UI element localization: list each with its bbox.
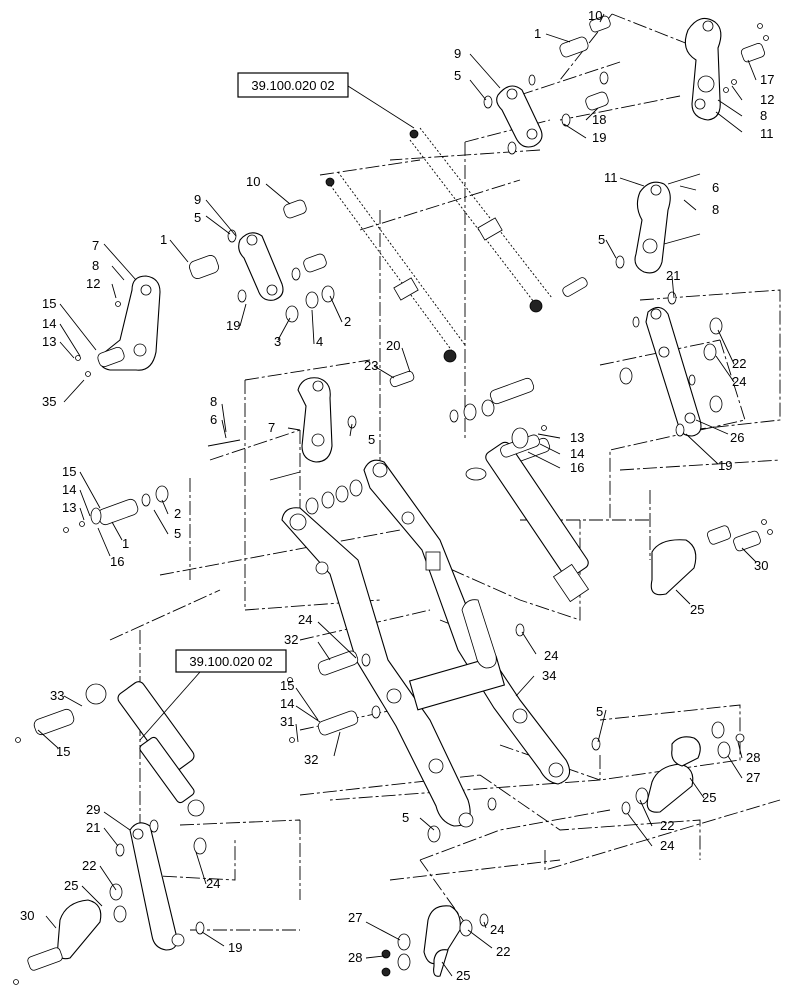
callout: 5 bbox=[402, 810, 409, 825]
upper-cylinder bbox=[325, 127, 588, 363]
callout: 25 bbox=[690, 602, 704, 617]
lift-arm bbox=[281, 459, 601, 843]
callout: 22 bbox=[496, 944, 510, 959]
callout: 25 bbox=[64, 878, 78, 893]
callout: 24 bbox=[732, 374, 746, 389]
right-lower-brackets bbox=[621, 519, 773, 815]
callout: 1 bbox=[534, 26, 541, 41]
callout: 14 bbox=[570, 446, 584, 461]
callout: 13 bbox=[62, 500, 76, 515]
left-upper-group bbox=[75, 199, 335, 377]
callout: 14 bbox=[42, 316, 56, 331]
callout: 24 bbox=[544, 648, 558, 663]
callout: 15 bbox=[42, 296, 56, 311]
callout: 7 bbox=[92, 238, 99, 253]
callout: 8 bbox=[712, 202, 719, 217]
callout: 13 bbox=[570, 430, 584, 445]
upper-right-group bbox=[483, 15, 769, 155]
callout: 8 bbox=[92, 258, 99, 273]
callout: 30 bbox=[754, 558, 768, 573]
right-cylinder bbox=[465, 425, 590, 603]
callout: 21 bbox=[666, 268, 680, 283]
callout: 10 bbox=[246, 174, 260, 189]
callout: 19 bbox=[228, 940, 242, 955]
callout: 5 bbox=[596, 704, 603, 719]
leader-lines bbox=[37, 13, 757, 977]
callout: 22 bbox=[82, 858, 96, 873]
reference-label: 39.100.020 02 bbox=[251, 78, 334, 93]
callout: 7 bbox=[268, 420, 275, 435]
callout: 5 bbox=[174, 526, 181, 541]
callout: 32 bbox=[284, 632, 298, 647]
callout: 8 bbox=[210, 394, 217, 409]
reference-label: 39.100.020 02 bbox=[189, 654, 272, 669]
callout: 6 bbox=[712, 180, 719, 195]
callout: 10 bbox=[588, 8, 602, 23]
right-upper-group bbox=[615, 173, 723, 437]
callout: 9 bbox=[454, 46, 461, 61]
callout: 24 bbox=[660, 838, 674, 853]
callout: 25 bbox=[456, 968, 470, 983]
left-lower-group bbox=[13, 681, 207, 985]
left-mid-pin bbox=[63, 485, 169, 533]
lower-center-brackets bbox=[381, 905, 489, 977]
callout: 24 bbox=[490, 922, 504, 937]
callout: 16 bbox=[570, 460, 584, 475]
lower-middle-pins bbox=[287, 650, 381, 743]
callout: 5 bbox=[368, 432, 375, 447]
callout: 2 bbox=[344, 314, 351, 329]
callout: 12 bbox=[86, 276, 100, 291]
callout: 22 bbox=[732, 356, 746, 371]
callout: 29 bbox=[86, 802, 100, 817]
callout: 26 bbox=[730, 430, 744, 445]
callout: 3 bbox=[274, 334, 281, 349]
callout: 15 bbox=[56, 744, 70, 759]
callout: 1 bbox=[160, 232, 167, 247]
callout: 34 bbox=[542, 668, 556, 683]
callout: 5 bbox=[598, 232, 605, 247]
callout: 19 bbox=[718, 458, 732, 473]
callout: 5 bbox=[454, 68, 461, 83]
callout: 19 bbox=[592, 130, 606, 145]
callout: 4 bbox=[316, 334, 323, 349]
callout: 27 bbox=[746, 770, 760, 785]
callout: 17 bbox=[760, 72, 774, 87]
callout: 30 bbox=[20, 908, 34, 923]
callout: 11 bbox=[760, 126, 774, 141]
callout: 8 bbox=[760, 108, 767, 123]
callout: 14 bbox=[280, 696, 294, 711]
callout: 27 bbox=[348, 910, 362, 925]
callout: 20 bbox=[386, 338, 400, 353]
callout: 23 bbox=[364, 358, 378, 373]
callout: 25 bbox=[702, 790, 716, 805]
reference-box-bottom[interactable]: 39.100.020 02 bbox=[139, 649, 287, 741]
callout: 21 bbox=[86, 820, 100, 835]
callout: 2 bbox=[174, 506, 181, 521]
callout: 9 bbox=[194, 192, 201, 207]
callout: 24 bbox=[298, 612, 312, 627]
callout: 6 bbox=[210, 412, 217, 427]
reference-box-top[interactable]: 39.100.020 02 bbox=[237, 72, 415, 129]
callout-numbers: 10 1 9 5 17 12 8 11 18 19 10 9 5 1 7 8 1… bbox=[20, 8, 774, 983]
callout: 33 bbox=[50, 688, 64, 703]
callout: 15 bbox=[62, 464, 76, 479]
callout: 15 bbox=[280, 678, 294, 693]
callout: 31 bbox=[280, 714, 294, 729]
callout: 28 bbox=[746, 750, 760, 765]
callout: 16 bbox=[110, 554, 124, 569]
callout: 19 bbox=[226, 318, 240, 333]
callout: 18 bbox=[592, 112, 606, 127]
callout: 5 bbox=[194, 210, 201, 225]
callout: 32 bbox=[304, 752, 318, 767]
callout: 11 bbox=[604, 170, 618, 185]
callout: 13 bbox=[42, 334, 56, 349]
callout: 35 bbox=[42, 394, 56, 409]
callout: 1 bbox=[122, 536, 129, 551]
callout: 12 bbox=[760, 92, 774, 107]
callout: 22 bbox=[660, 818, 674, 833]
callout: 24 bbox=[206, 876, 220, 891]
callout: 28 bbox=[348, 950, 362, 965]
callout: 14 bbox=[62, 482, 76, 497]
